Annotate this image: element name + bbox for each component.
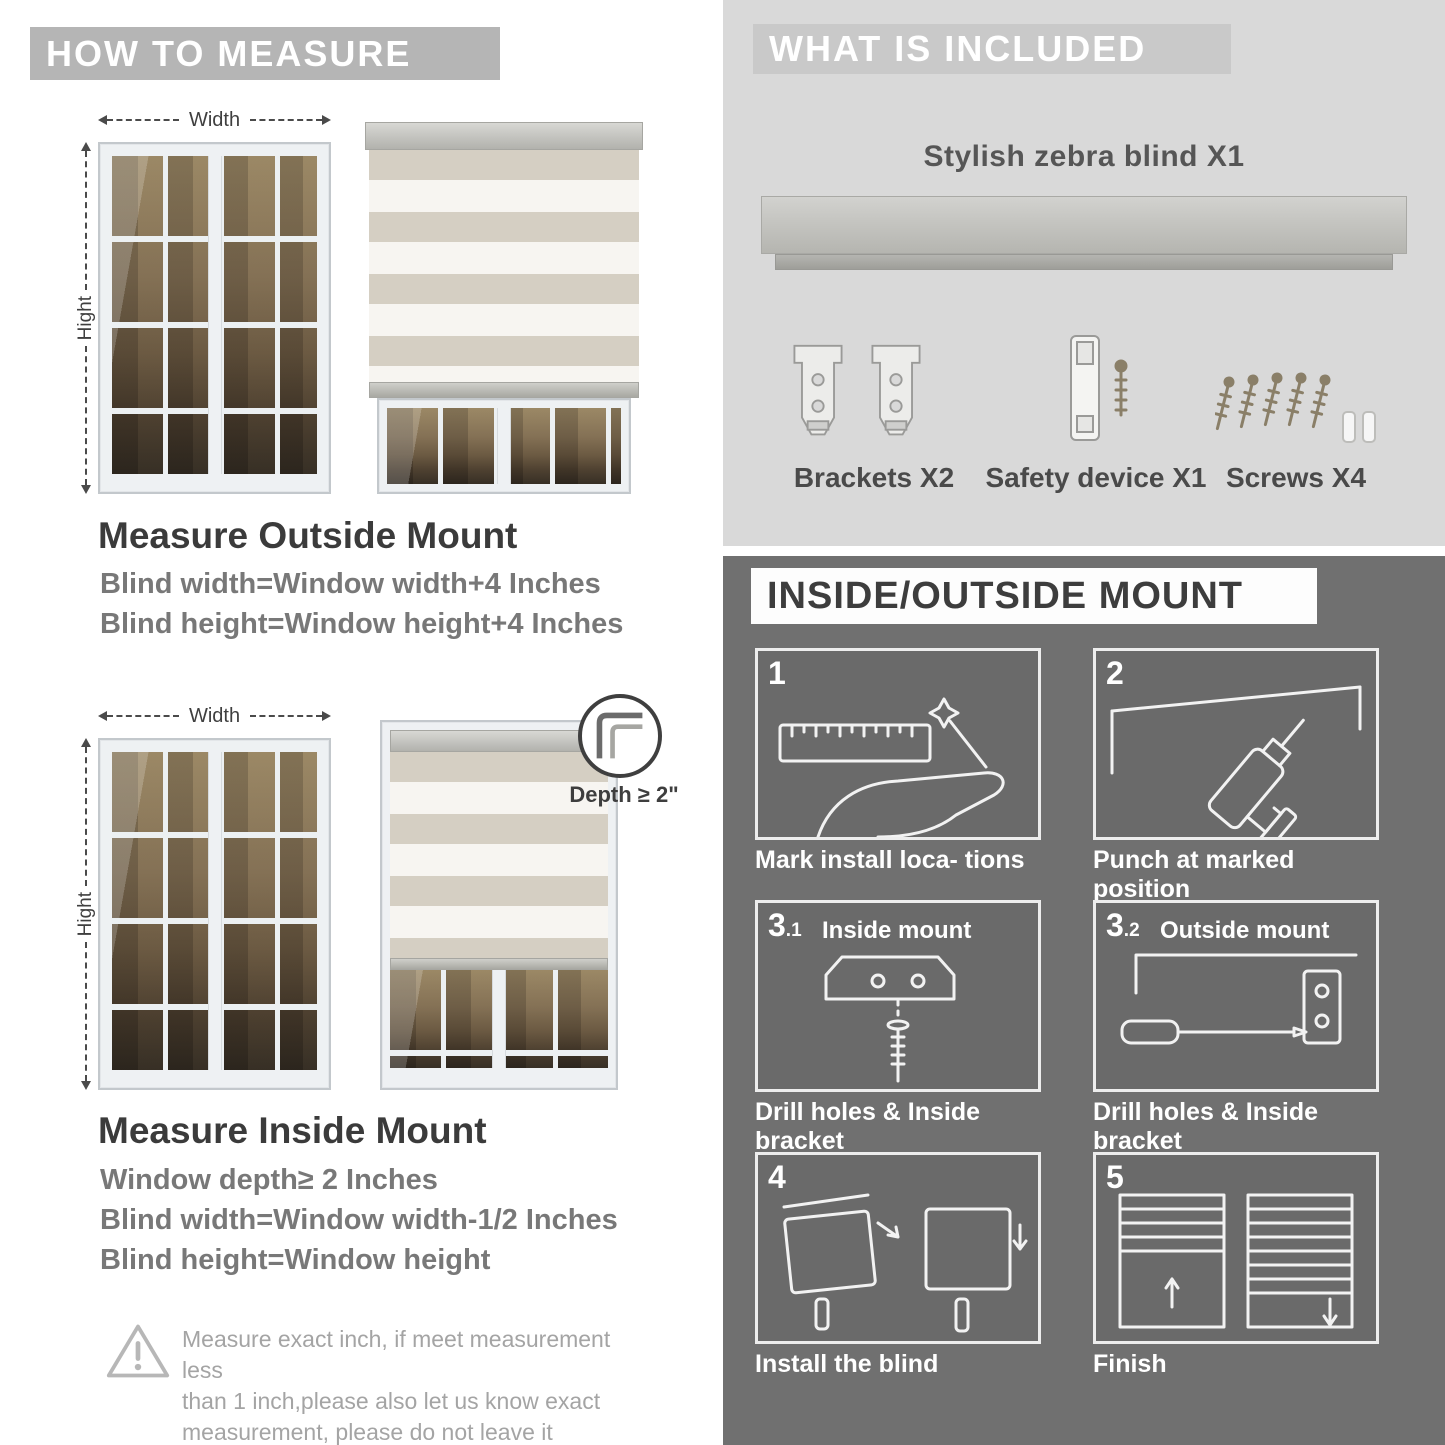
zebra-blind-cassette-product	[761, 196, 1407, 254]
window-glass	[390, 970, 608, 1068]
step-number: 1	[768, 655, 786, 691]
width-arrow-label: Width	[188, 108, 241, 131]
what-is-included-section: WHAT IS INCLUDED Stylish zebra blind X1	[723, 0, 1445, 546]
mount-instructions-section: INSIDE/OUTSIDE MOUNT 1 Mark install loca…	[723, 556, 1445, 1445]
finish-blinds-icon	[1118, 1193, 1354, 1329]
warning-line: measurement, please do not leave it	[182, 1419, 553, 1445]
step-number: 3.2	[1106, 907, 1140, 943]
blind-bottom-rail	[369, 382, 639, 398]
window-glass	[112, 156, 317, 474]
depth-zoom-circle-icon	[578, 694, 662, 778]
safety-device-icon	[1070, 335, 1128, 441]
mount-header: INSIDE/OUTSIDE MOUNT	[751, 568, 1317, 624]
height-arrow-label: Hight	[75, 295, 96, 341]
outside-mount-figure: Width Hight	[75, 108, 643, 500]
zebra-shade	[390, 752, 608, 958]
outside-rule-width: Blind width=Window width+4 Inches	[100, 568, 601, 600]
step-title: Outside mount	[1160, 917, 1330, 944]
step-3-2-caption: Drill holes & Inside bracket	[1093, 1098, 1319, 1155]
how-to-measure-header: HOW TO MEASURE	[30, 27, 500, 80]
height-arrow-line	[85, 346, 87, 486]
width-arrow-line	[107, 715, 179, 717]
width-arrow-line	[250, 715, 322, 717]
width-arrow-line	[250, 119, 322, 121]
step-1-panel: 1	[755, 648, 1041, 840]
height-arrow-label: Hight	[75, 891, 96, 937]
window-center-divider	[498, 408, 510, 484]
inside-rule-width: Blind width=Window width-1/2 Inches	[100, 1204, 618, 1236]
depth-label: Depth ≥ 2"	[569, 782, 679, 807]
window-center-divider	[208, 156, 221, 474]
width-arrow-line	[107, 119, 179, 121]
step-2-caption: Punch at marked position	[1093, 846, 1295, 903]
window-glass	[387, 408, 621, 484]
screws-label: Screws X4	[1225, 462, 1367, 493]
height-arrow-line	[85, 942, 87, 1082]
height-arrow-line	[85, 747, 87, 886]
blind-bottom-rail	[390, 958, 608, 970]
inside-mount-title: Measure Inside Mount	[98, 1110, 487, 1151]
window-photo-inside	[98, 738, 331, 1090]
brackets-label: Brackets X2	[793, 462, 955, 493]
width-arrow: Width	[98, 705, 331, 727]
drill-icon	[1110, 685, 1362, 837]
blind-photo-inside	[380, 720, 618, 1090]
window-below-blind	[377, 398, 631, 494]
warning-text: Measure exact inch, if meet measurement …	[182, 1324, 642, 1445]
outside-bracket-icon	[1120, 953, 1358, 1045]
height-arrow-line	[85, 151, 87, 290]
inside-rule-depth: Window depth≥ 2 Inches	[100, 1164, 438, 1196]
step-number: 3.1	[768, 907, 802, 943]
window-photo-outside	[98, 142, 331, 494]
warning-icon	[106, 1324, 170, 1378]
window-center-divider	[493, 970, 505, 1068]
step-2-panel: 2	[1093, 648, 1379, 840]
blind-photo-outside	[365, 122, 643, 494]
bracket-icon	[793, 344, 843, 436]
install-blind-icon	[782, 1193, 1028, 1333]
window-corner-detail-icon	[596, 712, 643, 759]
step-3-1-panel: 3.1 Inside mount	[755, 900, 1041, 1092]
step-5-panel: 5	[1093, 1152, 1379, 1344]
inside-mount-figure: Width Hight	[75, 694, 679, 1096]
outside-rule-height: Blind height=Window height+4 Inches	[100, 608, 624, 640]
how-to-measure-section: HOW TO MEASURE Width Hight	[0, 0, 723, 1445]
blind-cassette	[390, 730, 608, 752]
screws-icon	[1215, 372, 1376, 443]
blind-cassette	[365, 122, 643, 150]
step-5-caption: Finish	[1093, 1350, 1167, 1378]
zebra-shade	[369, 150, 639, 382]
ruler-hand-icon	[778, 697, 1005, 837]
width-arrow-label: Width	[188, 704, 241, 727]
product-label: Stylish zebra blind X1	[923, 140, 1245, 173]
step-number: 5	[1106, 1159, 1124, 1195]
step-4-panel: 4	[755, 1152, 1041, 1344]
step-3-1-caption: Drill holes & Inside bracket	[755, 1098, 981, 1155]
height-arrow: Hight	[75, 142, 96, 494]
what-is-included-header: WHAT IS INCLUDED	[753, 24, 1231, 74]
zebra-blind-cassette-lip	[775, 254, 1393, 270]
width-arrow: Width	[98, 109, 331, 131]
step-number: 2	[1106, 655, 1124, 691]
window-glass	[112, 752, 317, 1070]
warning-line: than 1 inch,please also let us know exac…	[182, 1388, 601, 1414]
step-number: 4	[768, 1159, 786, 1195]
step-1-caption: Mark install loca- tions	[755, 846, 1025, 874]
step-3-2-panel: 3.2 Outside mount	[1093, 900, 1379, 1092]
bracket-icon	[871, 344, 921, 436]
window-center-divider	[208, 752, 221, 1070]
warning-line: Measure exact inch, if meet measurement …	[182, 1326, 611, 1383]
height-arrow: Hight	[75, 738, 96, 1090]
inside-rule-height: Blind height=Window height	[100, 1244, 491, 1276]
inside-bracket-icon	[824, 955, 956, 1083]
step-4-caption: Install the blind	[755, 1350, 939, 1378]
safety-device-label: Safety device X1	[985, 462, 1207, 493]
outside-mount-title: Measure Outside Mount	[98, 515, 518, 556]
step-title: Inside mount	[822, 917, 972, 944]
